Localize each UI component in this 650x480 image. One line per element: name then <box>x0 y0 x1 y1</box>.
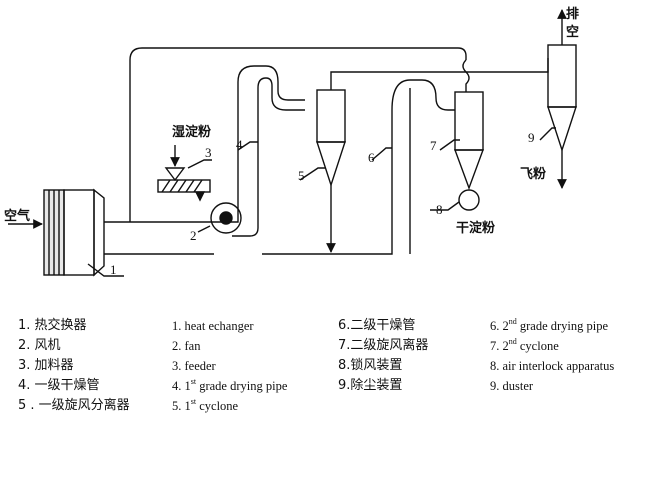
first-drying-pipe <box>104 65 305 255</box>
legend-item: 9.除尘装置 <box>338 378 403 393</box>
callout-8: 8 <box>436 202 443 217</box>
legend-item: 2. fan <box>172 336 287 356</box>
legend-item: 8. air interlock apparatus <box>490 356 614 376</box>
legend-chinese-right: 6.二级干燥管 7.二级旋风离器 8.锁风装置 9.除尘装置 <box>338 316 428 396</box>
callout-7: 7 <box>430 138 437 153</box>
legend-item: 7. 2nd cyclone <box>490 336 614 356</box>
exhaust-label-1: 排 <box>566 6 579 22</box>
legend-item: 4. 一级干燥管 <box>18 378 100 393</box>
legend-number: 9. <box>490 379 503 393</box>
legend-number: 7. 2 <box>490 339 509 353</box>
callout-3: 3 <box>205 145 212 160</box>
heat-exchanger <box>43 188 105 277</box>
legend-item: 6.二级干燥管 <box>338 318 416 333</box>
legend-text: grade drying pipe <box>196 379 288 393</box>
legend-text: cyclone <box>196 399 239 413</box>
legend-item: 4. 1st grade drying pipe <box>172 376 287 396</box>
legend-item: 6. 2nd grade drying pipe <box>490 316 614 336</box>
legend-item: 5. 1st cyclone <box>172 396 287 416</box>
feeder <box>157 145 211 202</box>
callout-2: 2 <box>190 228 197 243</box>
legend-ordinal: st <box>190 377 197 386</box>
legend-item: 7.二级旋风离器 <box>338 338 429 353</box>
legend-item: 2. 风机 <box>18 338 61 353</box>
legend-text: air interlock apparatus <box>502 359 615 373</box>
air-in-label: 空气 <box>4 208 30 224</box>
legend-number: 2. <box>172 339 185 353</box>
second-cyclone <box>453 91 485 191</box>
callout-6: 6 <box>368 150 375 165</box>
legend-number: 4. 1 <box>172 379 191 393</box>
legend-text: duster <box>502 379 534 393</box>
callout-9: 9 <box>528 130 535 145</box>
legend-number: 1. <box>172 319 185 333</box>
legend-item: 5 . 一级旋风分离器 <box>18 398 130 413</box>
fly-powder-label: 飞粉 <box>520 166 546 182</box>
dry-powder-label: 干淀粉 <box>456 220 495 236</box>
legend-ordinal: nd <box>508 317 517 326</box>
air-interlock <box>458 189 480 211</box>
exhaust-label-2: 空 <box>566 24 579 40</box>
legend-number: 8. <box>490 359 503 373</box>
legend-ordinal: nd <box>508 337 517 346</box>
top-return-line <box>129 47 467 222</box>
legend-chinese-left: 1. 热交换器 2. 风机 3. 加料器 4. 一级干燥管 5 . 一级旋风分离器 <box>18 316 130 416</box>
callout-4: 4 <box>236 137 243 152</box>
legend-ordinal: st <box>190 397 197 406</box>
legend-item: 1. 热交换器 <box>18 318 87 333</box>
callout-1: 1 <box>110 262 117 277</box>
legend-item: 9. duster <box>490 376 614 396</box>
legend-text: heat echanger <box>184 319 254 333</box>
wet-powder-label: 湿淀粉 <box>172 124 211 140</box>
legend-item: 3. feeder <box>172 356 287 376</box>
legend-number: 3. <box>172 359 185 373</box>
legend-number: 6. 2 <box>490 319 509 333</box>
legend-text: feeder <box>184 359 216 373</box>
legend-text: fan <box>184 339 201 353</box>
legend-text: cyclone <box>516 339 559 353</box>
legend-item: 1. heat echanger <box>172 316 287 336</box>
legend-item: 3. 加料器 <box>18 358 74 373</box>
legend-item: 8.锁风装置 <box>338 358 403 373</box>
legend-number: 5. 1 <box>172 399 191 413</box>
fan <box>210 202 242 234</box>
callout-5: 5 <box>298 168 305 183</box>
second-drying-pipe <box>262 79 455 255</box>
legend-text: grade drying pipe <box>516 319 609 333</box>
first-cyclone <box>316 89 346 253</box>
